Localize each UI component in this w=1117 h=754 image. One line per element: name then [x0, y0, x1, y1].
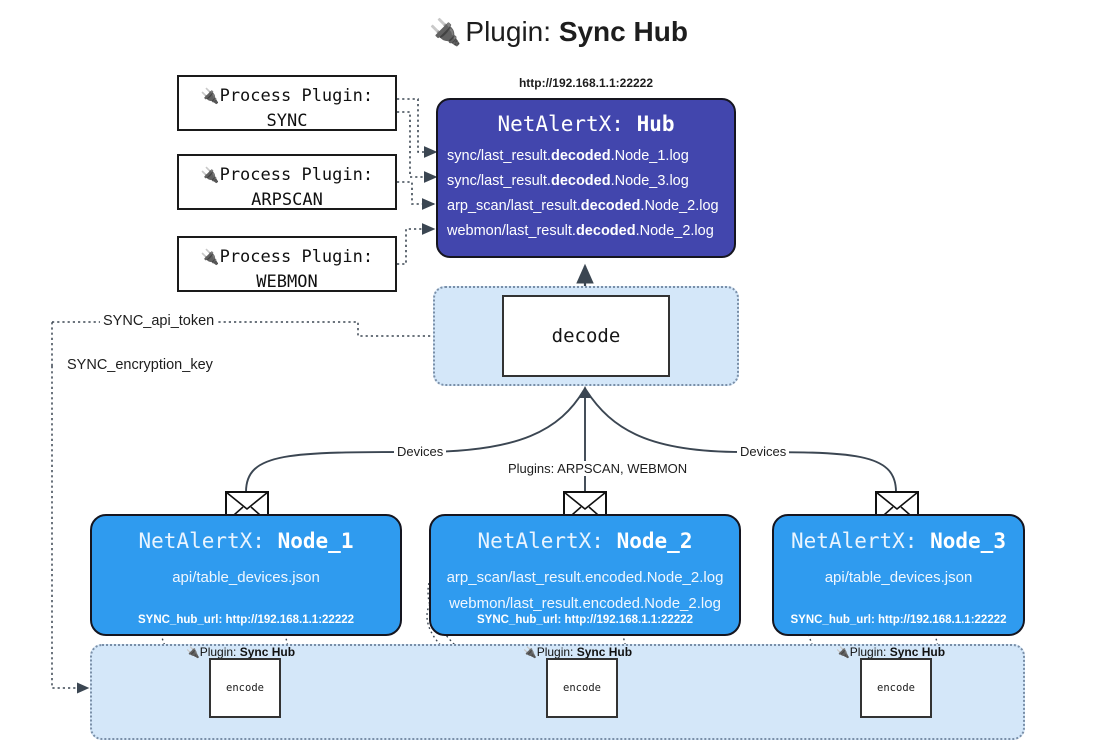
node-title: NetAlertX: Node_1	[92, 529, 400, 553]
node-hub-url: SYNC_hub_url: http://192.168.1.1:22222	[137, 614, 355, 626]
plug-icon: 🔌	[836, 647, 850, 659]
page-title-prefix: Plugin:	[465, 16, 552, 47]
process-plugin-label: Process Plugin:	[219, 86, 374, 106]
node-box-node-3[interactable]: NetAlertX: Node_3 api/table_devices.json…	[772, 514, 1025, 636]
plug-icon: 🔌	[429, 17, 462, 47]
encode-box-node-3[interactable]: encode	[860, 658, 932, 718]
encoder-plugin-name: Sync Hub	[576, 645, 633, 659]
hub-title: NetAlertX: Hub	[438, 112, 734, 136]
node-box-node-1[interactable]: NetAlertX: Node_1 api/table_devices.json…	[90, 514, 402, 636]
edge-node3-to-decode	[585, 389, 897, 493]
process-plugin-box-arpscan[interactable]: 🔌Process Plugin: ARPSCAN	[177, 154, 397, 210]
node-title-name: Node_1	[277, 529, 354, 553]
encode-box-node-1[interactable]: encode	[209, 658, 281, 718]
plug-icon: 🔌	[186, 647, 200, 659]
process-plugin-name: ARPSCAN	[251, 189, 323, 210]
node-title-prefix: NetAlertX:	[138, 529, 265, 553]
node-box-node-2[interactable]: NetAlertX: Node_2 arp_scan/last_result.e…	[429, 514, 741, 636]
node-title: NetAlertX: Node_3	[774, 529, 1023, 553]
node-line: webmon/last_result.encoded.Node_2.log	[449, 595, 721, 612]
node-hub-url: SYNC_hub_url: http://192.168.1.1:22222	[790, 614, 1007, 626]
hub-log-list: sync/last_result.decoded.Node_1.log sync…	[438, 144, 734, 244]
edge-webmon-to-hublog4	[397, 223, 436, 265]
hub-log-item: webmon/last_result.decoded.Node_2.log	[447, 223, 714, 239]
edge-sync-to-hublog2	[397, 111, 438, 183]
process-plugin-name: SYNC	[266, 110, 308, 131]
node-line-list: arp_scan/last_result.encoded.Node_2.log …	[431, 565, 739, 617]
encoder-plugin-prefix: Plugin:	[536, 645, 574, 659]
node-line: api/table_devices.json	[824, 569, 973, 586]
page-title-name: Sync Hub	[558, 16, 688, 47]
encoder-plugin-label-3: 🔌Plugin: Sync Hub	[836, 645, 945, 659]
node-title-name: Node_3	[930, 529, 1006, 553]
encoder-plugin-name: Sync Hub	[239, 645, 296, 659]
edge-label-plugins-middle: Plugins: ARPSCAN, WEBMON	[505, 461, 691, 476]
edge-node1-to-decode	[245, 389, 585, 493]
process-plugin-box-webmon[interactable]: 🔌Process Plugin: WEBMON	[177, 236, 397, 292]
edge-sync-to-hublog1	[397, 98, 438, 158]
encoder-plugin-prefix: Plugin:	[849, 645, 887, 659]
node-title-prefix: NetAlertX:	[791, 529, 918, 553]
node-line-list: api/table_devices.json	[92, 565, 400, 591]
encoder-plugin-name: Sync Hub	[889, 645, 946, 659]
hub-node[interactable]: NetAlertX: Hub sync/last_result.decoded.…	[436, 98, 736, 258]
process-plugin-box-sync[interactable]: 🔌Process Plugin: SYNC	[177, 75, 397, 131]
edge-label-devices-left: Devices	[394, 444, 447, 459]
process-plugin-label: Process Plugin:	[219, 247, 374, 267]
hub-log-item: arp_scan/last_result.decoded.Node_2.log	[447, 198, 719, 214]
edge-label-devices-right: Devices	[737, 444, 790, 459]
hub-title-prefix: NetAlertX:	[497, 112, 624, 136]
node-line: arp_scan/last_result.encoded.Node_2.log	[446, 569, 724, 586]
page-title: 🔌Plugin: Sync Hub	[0, 16, 1117, 48]
sync-encryption-key-label: SYNC_encryption_key	[64, 357, 216, 373]
sync-api-token-label: SYNC_api_token	[100, 313, 218, 329]
encode-box-node-2[interactable]: encode	[546, 658, 618, 718]
edge-arpscan-to-hublog3	[397, 181, 436, 210]
hub-log-item: sync/last_result.decoded.Node_1.log	[447, 148, 689, 164]
encoder-plugin-prefix: Plugin:	[199, 645, 237, 659]
plug-icon: 🔌	[200, 166, 220, 184]
node-title-name: Node_2	[616, 529, 693, 553]
encoder-plugin-label-2: 🔌Plugin: Sync Hub	[523, 645, 632, 659]
plug-icon: 🔌	[200, 87, 220, 105]
node-hub-url: SYNC_hub_url: http://192.168.1.1:22222	[476, 614, 694, 626]
plug-icon: 🔌	[523, 647, 537, 659]
node-title-prefix: NetAlertX:	[477, 529, 604, 553]
node-line-list: api/table_devices.json	[774, 565, 1023, 591]
process-plugin-label: Process Plugin:	[219, 165, 374, 185]
node-title: NetAlertX: Node_2	[431, 529, 739, 553]
hub-title-name: Hub	[636, 112, 675, 136]
process-plugin-name: WEBMON	[256, 271, 318, 292]
node-line: api/table_devices.json	[172, 569, 320, 586]
decode-inbound-arrowhead	[579, 386, 591, 398]
plug-icon: 🔌	[200, 248, 220, 266]
hub-url-label: http://192.168.1.1:22222	[518, 76, 654, 90]
decode-box[interactable]: decode	[502, 295, 670, 377]
hub-log-item: sync/last_result.decoded.Node_3.log	[447, 173, 689, 189]
edge-encryption-key-to-encoders	[51, 322, 90, 694]
encoder-plugin-label-1: 🔌Plugin: Sync Hub	[186, 645, 295, 659]
